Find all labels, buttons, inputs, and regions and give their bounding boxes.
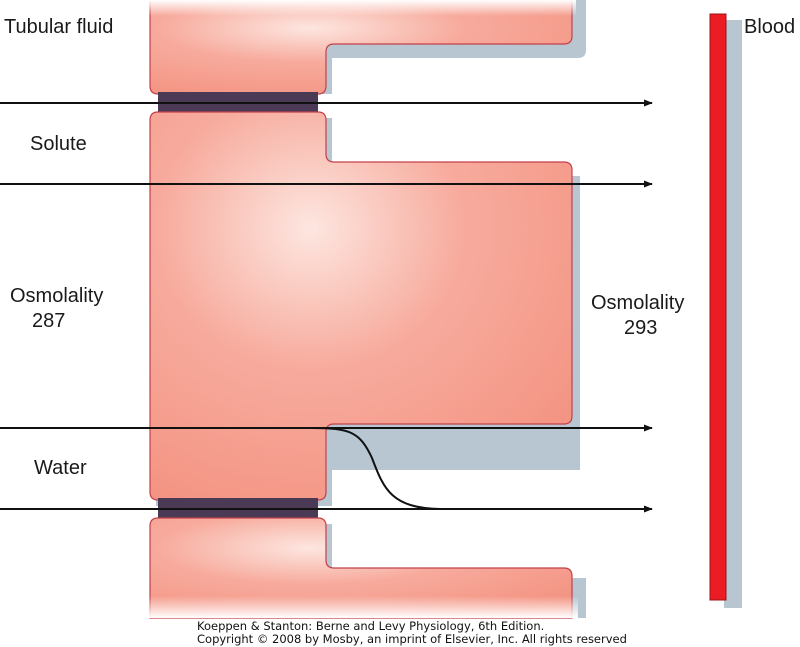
top-cell-body [149,0,573,95]
citation-line-1: Koeppen & Stanton: Berne and Levy Physio… [197,619,544,633]
top-epithelial-cell [148,0,586,95]
osmolality-right-value: 293 [624,317,657,339]
bottom-epithelial-cell [148,517,586,619]
osmolality-left-value: 287 [32,310,65,332]
blood-vessel [709,13,727,601]
water-path-curve [311,427,441,510]
copyright-line-2: Copyright © 2008 by Mosby, an imprint of… [197,632,627,646]
solute-label: Solute [30,133,87,155]
water-label: Water [34,457,87,479]
top-cell-fade [148,0,576,16]
osmolality-right-title: Osmolality [591,292,684,314]
middle-epithelial-cell [149,111,580,506]
bottom-cell-body [149,517,573,619]
blood-vessel-shadow [724,20,742,608]
tubular-fluid-label: Tubular fluid [4,16,113,38]
transport-arrows [0,99,653,513]
middle-cell-body [149,111,573,501]
blood-label: Blood [744,16,795,38]
bottom-cell-fade [148,596,578,618]
osmolality-left-title: Osmolality [10,285,103,307]
